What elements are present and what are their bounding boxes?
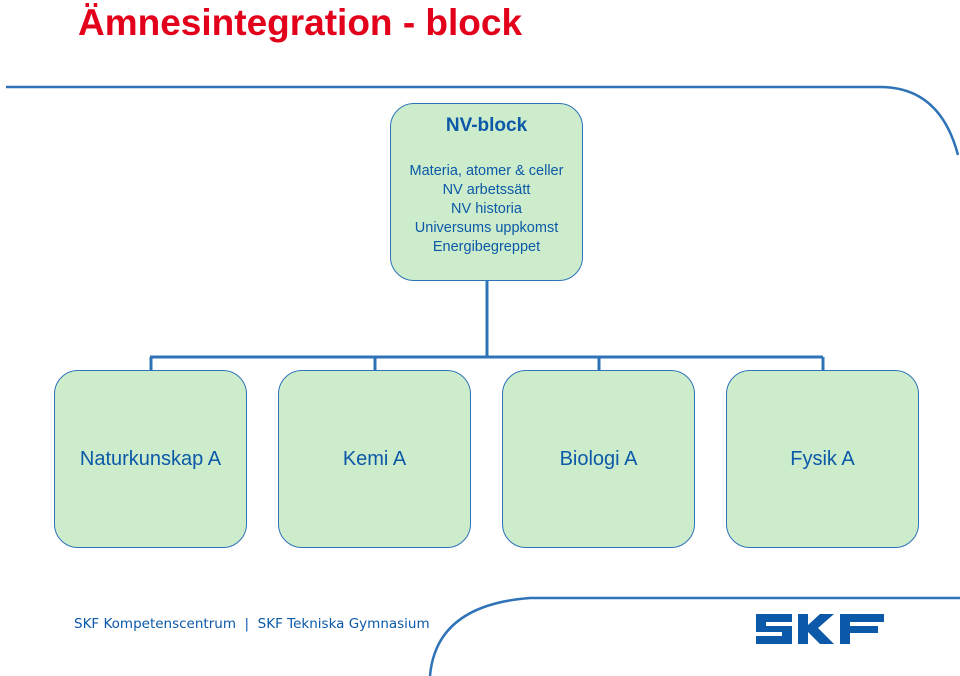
footer-rule <box>428 596 960 676</box>
child-label: Biologi A <box>559 447 638 470</box>
nv-block-heading: NV-block <box>445 115 528 136</box>
child-label: Kemi A <box>342 447 407 470</box>
nv-block-box: NV-block Materia, atomer & celler NV arb… <box>390 103 583 281</box>
header-rule <box>6 85 960 156</box>
skf-logo <box>756 614 884 644</box>
child-box-biologi: Biologi A <box>502 370 695 548</box>
footer-text: SKF Kompetenscentrum | SKF Tekniska Gymn… <box>74 616 430 632</box>
topic-line: Energibegreppet <box>432 239 541 255</box>
org-connectors <box>149 281 825 370</box>
child-label: Fysik A <box>790 447 855 470</box>
nv-block-topics: Materia, atomer & celler NV arbetssätt N… <box>391 162 582 257</box>
topic-line: NV arbetssätt <box>442 182 531 198</box>
topic-line: Materia, atomer & celler <box>409 163 564 179</box>
child-box-fysik: Fysik A <box>726 370 919 548</box>
slide-title: Ämnesintegration - block <box>78 2 523 43</box>
child-label: Naturkunskap A <box>79 447 222 470</box>
topic-line: Universums uppkomst <box>414 220 559 236</box>
topic-line: NV historia <box>451 201 522 217</box>
child-box-naturkunskap: Naturkunskap A <box>54 370 247 548</box>
child-box-kemi: Kemi A <box>278 370 471 548</box>
